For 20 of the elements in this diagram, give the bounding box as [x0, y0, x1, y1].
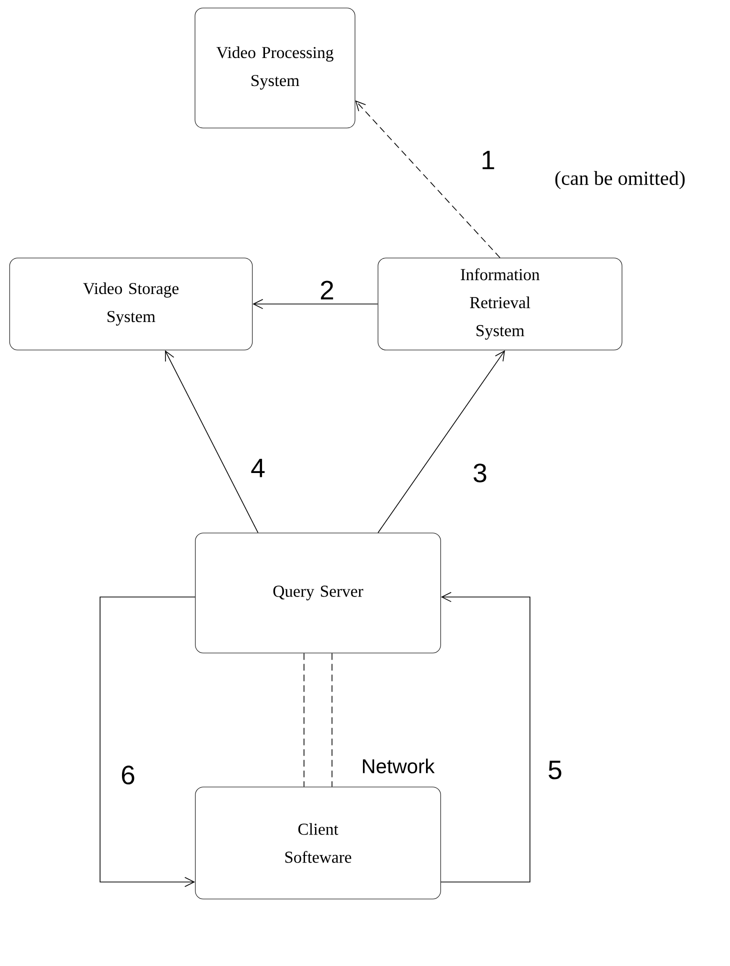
edge-label: Network — [360, 757, 436, 775]
process-box: Video Storage System — [9, 258, 253, 350]
arrow — [252, 298, 378, 310]
process-box: Video Processing System — [194, 8, 356, 128]
edge-label: 3 — [471, 462, 489, 484]
network-line — [304, 652, 332, 788]
arrow — [165, 350, 258, 534]
arrow — [100, 596, 196, 888]
arrow — [378, 350, 505, 534]
arrow — [355, 100, 500, 258]
process-box: Information Retrieval System — [378, 258, 622, 350]
edge-label: 4 — [249, 458, 267, 478]
edge-label: 1 — [479, 150, 497, 171]
edge-label: 5 — [546, 759, 564, 781]
edge-label: 2 — [318, 279, 336, 301]
edge-label: 6 — [119, 764, 137, 786]
process-box: Client Softeware — [195, 786, 441, 900]
process-box: Query Server — [195, 532, 441, 654]
arrow — [440, 592, 530, 882]
note: (can be omitted) — [555, 170, 685, 190]
